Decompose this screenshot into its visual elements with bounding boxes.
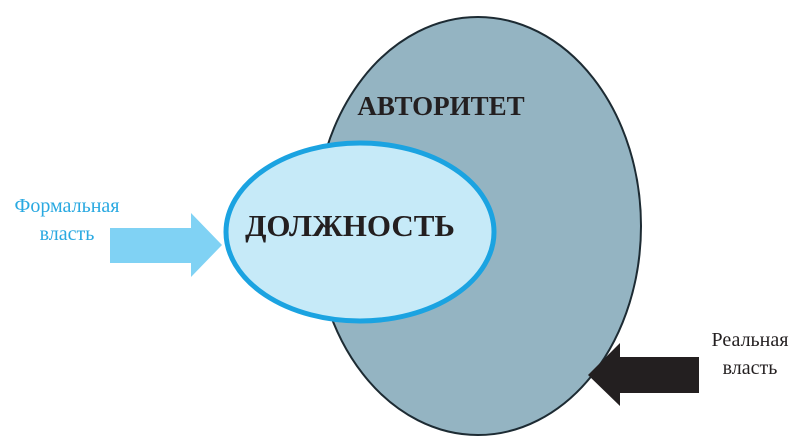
real-power-arrow: [588, 343, 699, 406]
formal-power-arrow: [110, 213, 222, 277]
formal-power-line1: Формальная: [14, 195, 120, 217]
authority-label: АВТОРИТЕТ: [357, 91, 524, 121]
real-power-line1: Реальная: [711, 329, 789, 351]
formal-power-line2: власть: [39, 223, 95, 245]
real-power-line2: власть: [722, 357, 778, 379]
real-power-label: Реальная власть: [702, 326, 798, 382]
position-label: ДОЛЖНОСТЬ: [245, 208, 455, 243]
position-ellipse: [223, 140, 497, 324]
formal-power-label: Формальная власть: [0, 192, 134, 248]
